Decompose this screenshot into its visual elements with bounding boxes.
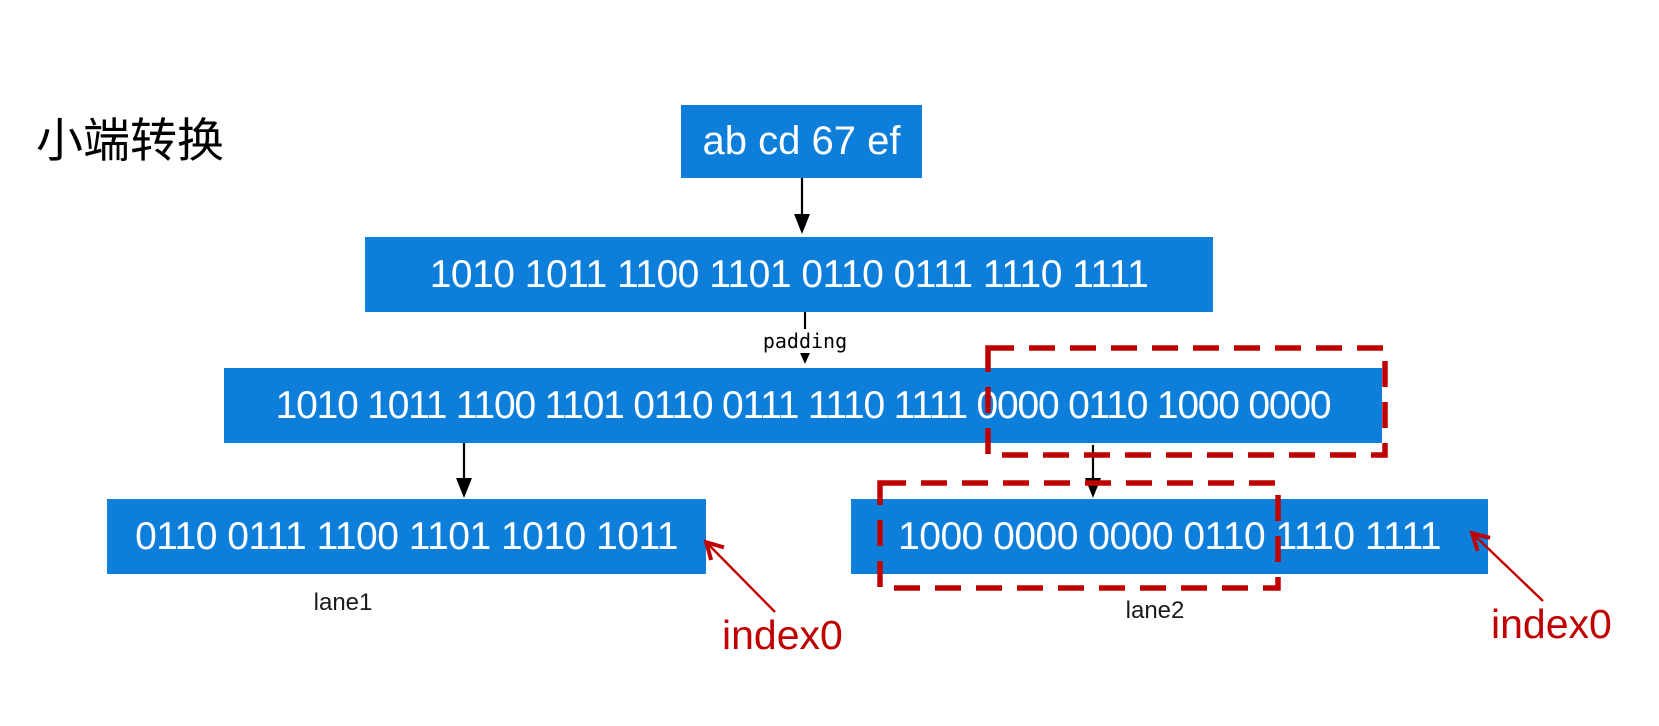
index0-annotation-left: index0 (722, 612, 843, 658)
lane1-label: lane1 (313, 589, 373, 616)
binary-48bit-padded-box: 1010 1011 1100 1101 0110 0111 1110 1111 … (224, 368, 1382, 443)
index0-annotation-right: index0 (1491, 601, 1612, 647)
arrow-down-to-lane1 (456, 443, 472, 498)
diagram-title: 小端转换 (36, 114, 224, 169)
lane1-result-box: 0110 0111 1100 1101 1010 1011 (107, 499, 706, 574)
padding-label: padding (760, 329, 850, 353)
lane2-label: lane2 (1125, 597, 1185, 624)
lane2-result-box: 1000 0000 0000 0110 1110 1111 (851, 499, 1488, 574)
arrow-down-to-lane2 (1085, 445, 1101, 498)
arrow-down-hex-to-32bit (794, 178, 810, 234)
binary-32bit-box: 1010 1011 1100 1101 0110 0111 1110 1111 (365, 237, 1213, 312)
hex-value-box: ab cd 67 ef (681, 105, 922, 178)
index0-arrow-lane1 (707, 543, 776, 613)
